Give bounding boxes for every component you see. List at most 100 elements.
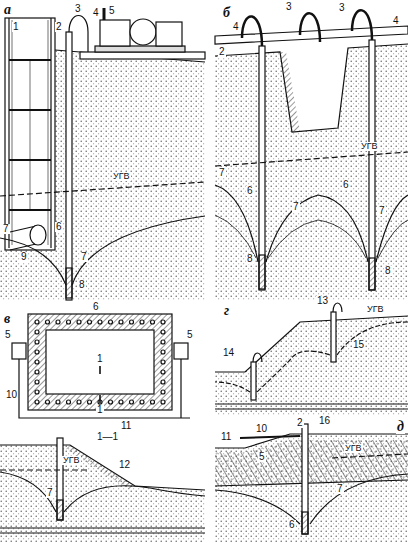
panel-v-stroke-stroke [161,330,165,334]
callout-number: 12 [118,460,131,470]
panel-letter: г [223,304,230,318]
panel-v-stroke [0,472,205,512]
panel-v-stroke-stroke [35,360,39,364]
panel-b-stroke [215,152,408,166]
callout-number: 4 [92,8,100,18]
panel-d-stroke [302,512,308,534]
callout-number: 5 [258,452,266,462]
panel-v-stroke-stroke [130,320,134,324]
panel-d-stroke [215,480,408,486]
callout-number: 11 [120,421,132,431]
panel-v-stroke-stroke [119,320,123,324]
panel-v-stroke-stroke [109,400,113,404]
panel-d-stroke [215,434,408,543]
callout-number: 2 [218,47,226,57]
panel-g-stroke [215,316,408,372]
panel-letter: д [396,420,405,434]
callout-number: 5 [186,330,194,340]
panel-b-stroke [280,52,300,132]
callout-number: 5 [4,330,12,340]
panel-v-stroke-stroke [35,380,39,384]
panel-v-stroke [57,500,63,520]
panel-a-stroke [72,216,205,285]
panel-v-stroke [12,343,26,359]
panel-v-stroke [28,314,172,410]
panel-g-stroke [215,322,408,392]
panel-g-stroke [215,316,408,415]
panel-v-stroke-stroke [161,350,165,354]
callout-number: 7 [218,168,226,178]
panel-b-stroke [215,44,408,132]
callout-number: 2 [296,418,304,428]
water-level-label: УГВ [366,305,385,314]
callout-number: 13 [316,296,329,306]
panel-v-stroke-stroke [67,320,71,324]
callout-number: 7 [292,202,300,212]
panel-a-stroke [5,18,55,250]
panel-g-stroke [331,312,336,362]
panel-a-stroke [130,19,156,45]
panel-d-stroke [332,454,408,458]
panel-v-stroke-stroke [151,400,155,404]
panel-a-stroke [103,8,106,20]
panel-v-stroke-stroke [151,320,155,324]
callout-number: 8 [78,280,86,290]
water-level-label: УГВ [112,172,131,181]
panel-v-stroke [66,445,135,490]
panel-g-stroke [253,353,262,362]
panel-a-stroke [0,238,66,285]
panel-a-stroke [100,20,130,46]
panel-v-stroke-stroke [46,320,50,324]
panel-v-stroke [57,438,63,520]
panel-v-stroke [174,343,188,359]
panel-v-stroke-stroke [109,320,113,324]
callout-number: 3 [74,4,82,14]
panel-a-stroke [95,46,185,52]
panel-g-stroke [215,403,408,404]
panel-v-stroke-stroke [56,320,60,324]
callout-number: 16 [318,416,331,426]
callout-number: 4 [232,22,240,32]
panel-g-stroke [215,408,408,409]
panel-v [0,314,205,543]
callout-number: 5 [108,6,116,16]
panel-a-stroke [30,225,46,245]
panel-a-stroke-stroke [12,20,13,245]
panel-a-stroke [69,16,88,53]
panel-v-stroke-stroke [56,400,60,404]
panel-v-stroke-stroke [35,320,39,324]
panel-g [215,303,408,415]
panel-d-stroke [215,474,408,524]
callout-number: 1 [96,405,104,415]
panel-d-stroke [215,434,408,448]
panel-a-stroke [12,20,48,245]
callout-number: 7 [46,488,54,498]
panel-b-stroke [300,13,320,42]
panel-b-stroke [215,44,408,300]
callout-number: 14 [222,348,235,358]
panel-v-stroke-stroke [161,390,165,394]
panel-v-stroke-stroke [46,400,50,404]
panel-v-stroke-stroke [35,390,39,394]
panel-v-stroke-stroke [161,370,165,374]
panel-b-stroke [369,258,375,290]
panel-b-stroke [215,215,408,258]
panel-letter: в [3,312,11,326]
panel-d-stroke [302,424,308,534]
callout-number: 11 [220,432,232,442]
panel-a-stroke [156,22,182,46]
callout-number: 9 [20,252,28,262]
panel-v-stroke-stroke [161,320,165,324]
panel-g-stroke [251,362,256,400]
panel-v-stroke [0,532,205,533]
panel-v-stroke-stroke [35,350,39,354]
panel-v-stroke-stroke [35,330,39,334]
panel-v-stroke-stroke [161,360,165,364]
panel-v-stroke [99,395,101,403]
panel-a-stroke [66,268,72,298]
callout-number: 10 [255,424,268,434]
panel-v-stroke-stroke [161,340,165,344]
panel-b-stroke [259,255,265,289]
panel-v-stroke [35,320,165,404]
